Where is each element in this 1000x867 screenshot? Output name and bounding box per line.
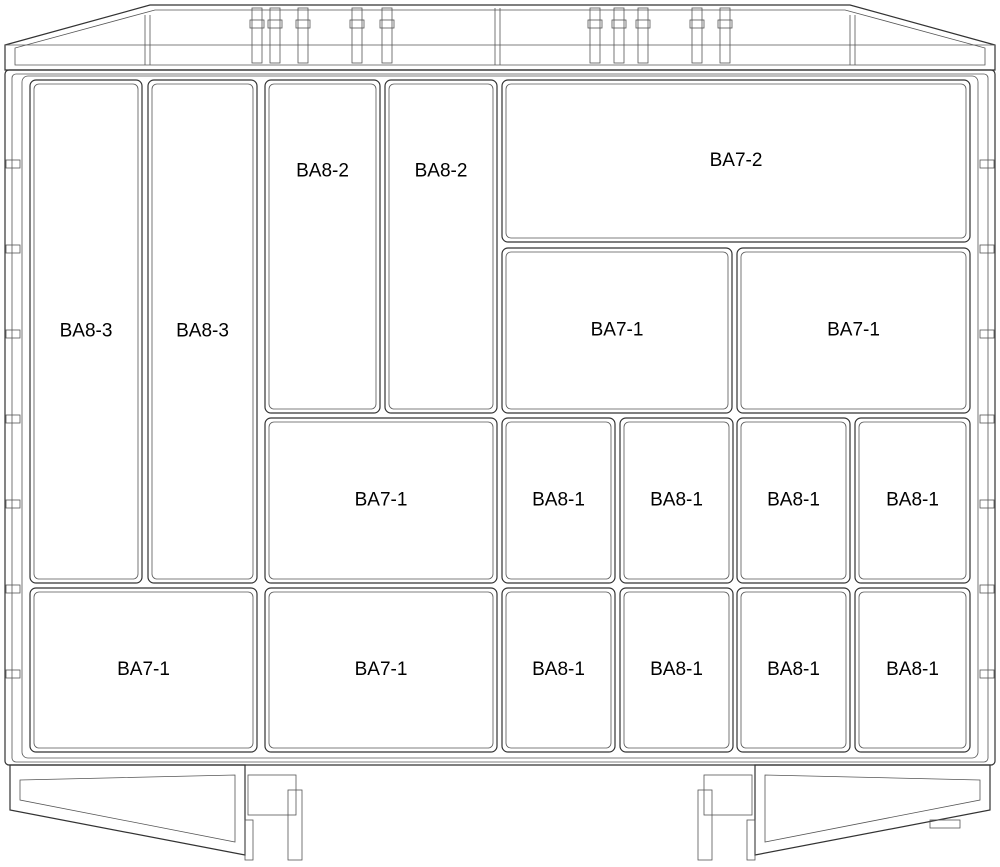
- compartment-label: BA8-1: [886, 490, 939, 511]
- compartment: BA8-2: [384, 79, 498, 414]
- compartment: BA7-1: [29, 587, 258, 753]
- compartment: BA8-3: [29, 79, 143, 584]
- compartment-label: BA7-1: [117, 659, 170, 680]
- compartment: BA8-1: [736, 417, 851, 584]
- compartment: BA8-2: [264, 79, 381, 414]
- compartment: BA8-1: [854, 587, 971, 753]
- compartment-label: BA8-1: [767, 659, 820, 680]
- compartment-label: BA8-3: [176, 321, 229, 342]
- bottom-latch-right: [697, 764, 991, 861]
- compartment-label: BA8-1: [532, 659, 585, 680]
- compartment-label: BA8-3: [60, 321, 113, 342]
- compartment-label: BA7-2: [710, 150, 763, 171]
- compartment: BA8-1: [619, 417, 734, 584]
- compartment-label: BA8-1: [650, 659, 703, 680]
- compartment-label: BA8-1: [532, 490, 585, 511]
- compartment-label: BA8-1: [650, 490, 703, 511]
- compartment: BA7-2: [501, 79, 971, 243]
- compartment: BA8-1: [619, 587, 734, 753]
- compartment: BA8-1: [501, 587, 616, 753]
- compartment-label: BA8-2: [296, 161, 349, 182]
- compartment-label: BA8-2: [415, 161, 468, 182]
- side-ribs: [5, 159, 995, 679]
- bottom-latch-left: [9, 764, 303, 861]
- compartment-label: BA8-1: [886, 659, 939, 680]
- compartment: BA7-1: [264, 587, 498, 753]
- compartment: BA7-1: [264, 417, 498, 584]
- compartment: BA8-3: [147, 79, 258, 584]
- compartment: BA8-1: [501, 417, 616, 584]
- compartment: BA8-1: [854, 417, 971, 584]
- compartment: BA7-1: [501, 247, 733, 414]
- compartment-label: BA7-1: [355, 659, 408, 680]
- compartment: BA7-1: [736, 247, 971, 414]
- compartment-label: BA7-1: [827, 320, 880, 341]
- box-body: [4, 69, 996, 766]
- compartment-label: BA7-1: [591, 320, 644, 341]
- compartment-label: BA7-1: [355, 490, 408, 511]
- compartment-label: BA8-1: [767, 490, 820, 511]
- lid-hinges: [249, 7, 733, 64]
- compartment: BA8-1: [736, 587, 851, 753]
- box-lid-top: [4, 4, 996, 71]
